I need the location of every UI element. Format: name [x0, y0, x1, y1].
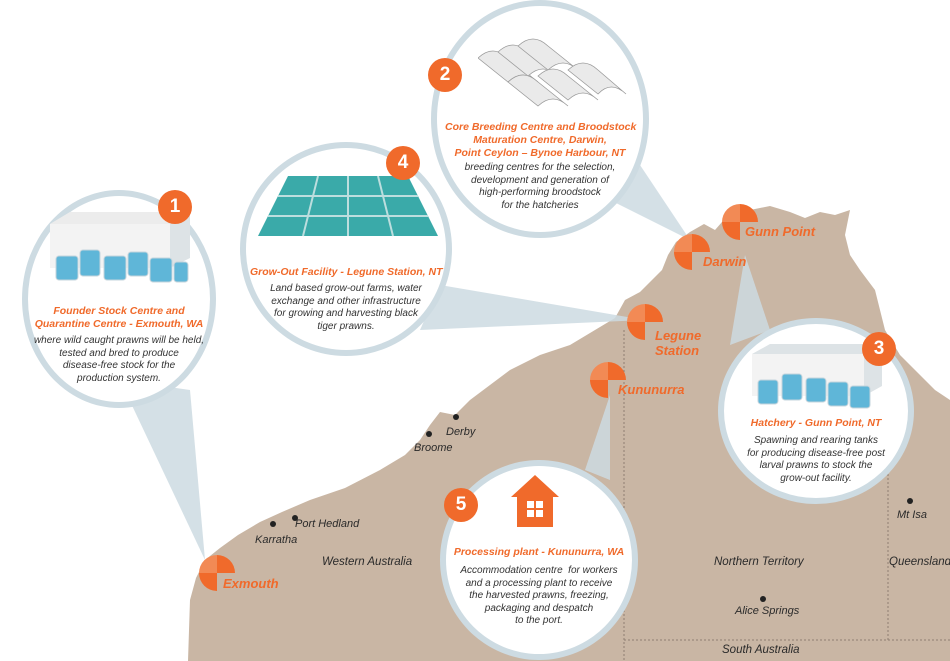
label-derby: Derby — [446, 426, 476, 438]
site-label-legune: Legune Station — [655, 328, 702, 358]
info-bubble-2 — [431, 0, 649, 238]
label-western-australia: Western Australia — [322, 556, 413, 568]
dot-derby — [453, 414, 459, 420]
connector-4 — [420, 285, 645, 330]
label-northern-territory: Northern Territory — [714, 556, 804, 568]
badge-3: 3 — [862, 332, 896, 366]
site-label-darwin: Darwin — [703, 254, 747, 269]
dot-karratha — [270, 521, 276, 527]
greenhouse-icon — [478, 38, 627, 107]
label-port-hedland: Port Hedland — [295, 518, 360, 530]
bubble-2-title: Core Breeding Centre and Broodstock Matu… — [445, 121, 637, 159]
marker-gunn-point — [722, 204, 758, 240]
badge-2: 2 — [428, 58, 462, 92]
label-mt-isa: Mt Isa — [897, 509, 927, 521]
dot-mt-isa — [907, 498, 913, 504]
connector-1 — [120, 380, 205, 560]
bubble-2-description: breeding centres for the selection, deve… — [464, 162, 616, 211]
connector-5 — [585, 395, 610, 480]
site-label-gunn-point: Gunn Point — [745, 224, 816, 239]
bubble-5-title: Processing plant - Kununurra, WA — [453, 546, 625, 558]
bubble-4-title: Grow-Out Facility - Legune Station, NT — [250, 266, 443, 278]
label-broome: Broome — [414, 442, 453, 454]
badge-4: 4 — [386, 146, 420, 180]
ponds-icon — [258, 176, 438, 237]
bubble-5-description: Accommodation centre for workers and a p… — [460, 565, 618, 626]
dot-broome — [426, 431, 432, 437]
dot-alice-springs — [760, 596, 766, 602]
dot-port-hedland — [292, 515, 298, 521]
tank-shed-icon — [50, 212, 190, 283]
marker-kununurra — [590, 362, 626, 398]
tank-shed-icon — [752, 344, 882, 409]
label-south-australia: South Australia — [722, 644, 800, 656]
badge-5: 5 — [444, 488, 478, 522]
label-alice-springs: Alice Springs — [735, 605, 800, 617]
marker-legune — [627, 304, 663, 340]
marker-exmouth — [199, 555, 235, 591]
label-queensland: Queensland — [889, 556, 950, 568]
bubble-3-description: Spawning and rearing tanks for producing… — [747, 435, 885, 484]
bubble-1-description: where wild caught prawns will be held, t… — [33, 335, 205, 384]
bubble-3-title: Hatchery - Gunn Point, NT — [750, 417, 882, 429]
bubble-1-title: Founder Stock Centre and Quarantine Cent… — [34, 305, 204, 330]
connector-3 — [730, 255, 770, 345]
label-karratha: Karratha — [255, 534, 298, 546]
bubble-4-description: Land based grow-out farms, water exchang… — [270, 283, 422, 332]
badge-1: 1 — [158, 190, 192, 224]
site-label-kununurra: Kununurra — [618, 382, 685, 397]
house-icon — [511, 475, 559, 527]
marker-darwin — [674, 234, 710, 270]
site-label-exmouth: Exmouth — [223, 576, 279, 591]
